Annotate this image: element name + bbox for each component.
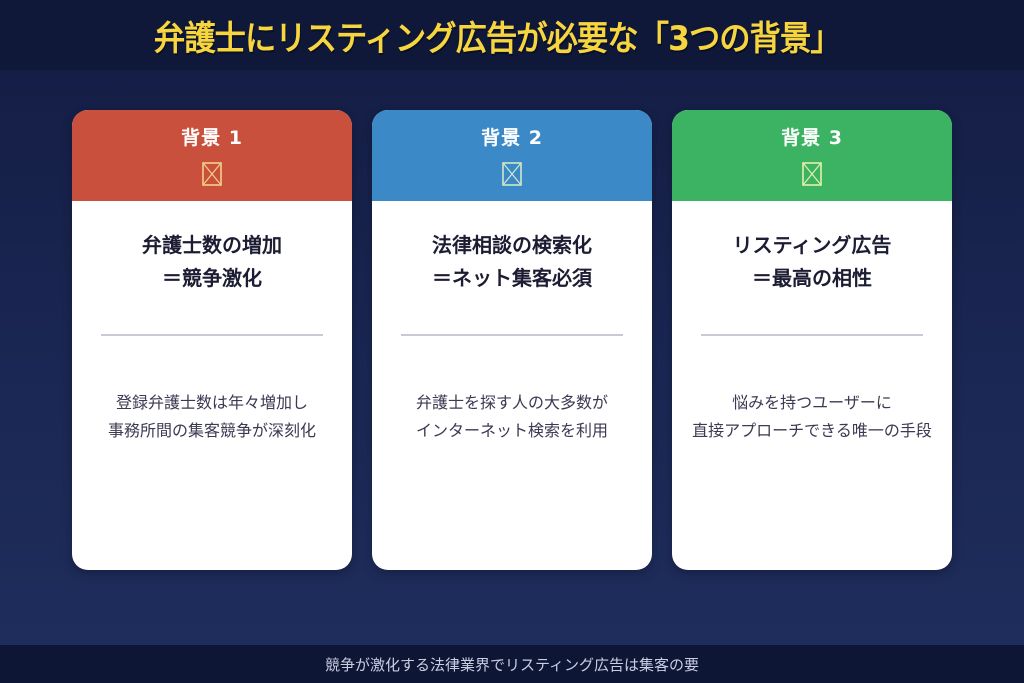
card-description: 登録弁護士数は年々増加し 事務所間の集客競争が深刻化 <box>108 389 316 445</box>
card-label: 背景 3 <box>781 127 843 149</box>
broken-image-icon <box>202 162 222 186</box>
card-description: 弁護士を探す人の大多数が インターネット検索を利用 <box>416 389 608 445</box>
card-heading-line2: ＝競争激化 <box>162 266 262 290</box>
card-header: 背景 1 <box>72 110 352 201</box>
card-desc-line2: インターネット検索を利用 <box>415 421 608 440</box>
card-label: 背景 2 <box>481 127 543 149</box>
footer-bar: 競争が激化する法律業界でリスティング広告は集客の要 <box>0 645 1024 683</box>
card-desc-line2: 直接アプローチできる唯一の手段 <box>692 421 932 440</box>
card-heading-line2: ＝ネット集客必須 <box>432 266 592 290</box>
card-desc-line1: 弁護士を探す人の大多数が <box>415 393 608 412</box>
background-cards: 背景 1 弁護士数の増加 ＝競争激化 登録弁護士数は年々増加し 事務所間の集客競… <box>72 110 952 570</box>
card-header: 背景 2 <box>372 110 652 201</box>
card-background-3: 背景 3 リスティング広告 ＝最高の相性 悩みを持つユーザーに 直接アプローチで… <box>672 110 952 570</box>
card-description: 悩みを持つユーザーに 直接アプローチできる唯一の手段 <box>692 389 932 445</box>
footer-text: 競争が激化する法律業界でリスティング広告は集客の要 <box>324 655 700 674</box>
card-body: 法律相談の検索化 ＝ネット集客必須 弁護士を探す人の大多数が インターネット検索… <box>372 201 652 570</box>
card-desc-line1: 悩みを持つユーザーに <box>732 393 892 412</box>
card-heading-line1: 法律相談の検索化 <box>432 233 592 257</box>
card-heading: リスティング広告 ＝最高の相性 <box>733 229 892 295</box>
card-background-1: 背景 1 弁護士数の増加 ＝競争激化 登録弁護士数は年々増加し 事務所間の集客競… <box>72 110 352 570</box>
divider <box>701 334 923 336</box>
card-body: リスティング広告 ＝最高の相性 悩みを持つユーザーに 直接アプローチできる唯一の… <box>672 201 952 570</box>
card-desc-line1: 登録弁護士数は年々増加し <box>115 393 308 412</box>
card-desc-line2: 事務所間の集客競争が深刻化 <box>107 421 316 440</box>
page-title: 弁護士にリスティング広告が必要な「3つの背景」 <box>153 18 842 59</box>
card-heading: 弁護士数の増加 ＝競争激化 <box>142 229 282 295</box>
card-background-2: 背景 2 法律相談の検索化 ＝ネット集客必須 弁護士を探す人の大多数が インター… <box>372 110 652 570</box>
card-heading: 法律相談の検索化 ＝ネット集客必須 <box>432 229 592 295</box>
divider <box>101 334 323 336</box>
card-heading-line1: 弁護士数の増加 <box>142 233 282 257</box>
card-heading-line1: リスティング広告 <box>732 233 892 257</box>
card-label: 背景 1 <box>181 127 243 149</box>
title-bar: 弁護士にリスティング広告が必要な「3つの背景」 <box>0 0 1024 70</box>
card-heading-line2: ＝最高の相性 <box>752 266 872 290</box>
divider <box>401 334 623 336</box>
card-body: 弁護士数の増加 ＝競争激化 登録弁護士数は年々増加し 事務所間の集客競争が深刻化 <box>72 201 352 570</box>
card-header: 背景 3 <box>672 110 952 201</box>
broken-image-icon <box>802 162 822 186</box>
broken-image-icon <box>502 162 522 186</box>
